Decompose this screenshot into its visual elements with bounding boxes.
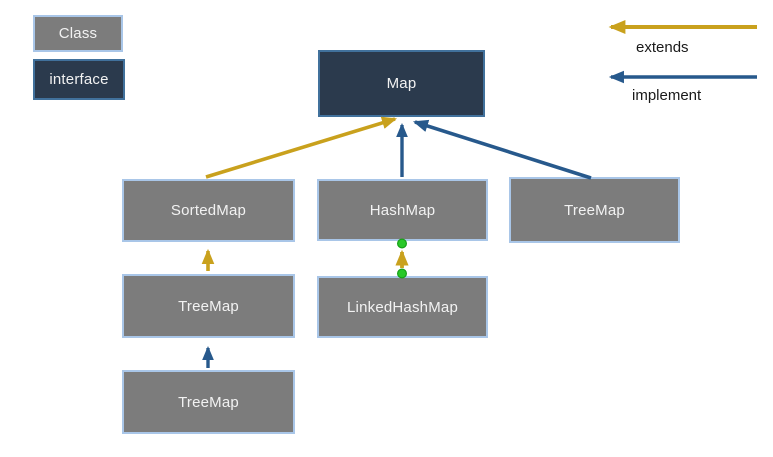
- node-sortedmap-label: SortedMap: [170, 202, 247, 219]
- legend-extends-label: extends: [636, 39, 689, 56]
- node-map: Map: [318, 50, 485, 117]
- node-linkedhashmap: LinkedHashMap: [317, 276, 488, 338]
- edge-treemap-implements-map: [412, 119, 592, 180]
- node-treemap-bottom: TreeMap: [122, 370, 295, 434]
- node-sortedmap: SortedMap: [122, 179, 295, 242]
- legend-implement-label: implement: [632, 87, 702, 104]
- legend-interface-label: interface: [49, 71, 109, 88]
- node-treemap-right: TreeMap: [509, 177, 680, 243]
- legend-class-label: Class: [58, 25, 98, 42]
- node-treemap-right-label: TreeMap: [564, 201, 625, 219]
- node-hashmap: HashMap: [317, 179, 488, 241]
- node-map-label: Map: [386, 75, 417, 92]
- node-treemap-mid-label: TreeMap: [178, 297, 239, 315]
- legend-class-swatch: Class: [33, 15, 123, 52]
- node-hashmap-label: HashMap: [369, 201, 436, 219]
- edge-sortedmap-extends-map: [205, 116, 398, 179]
- node-linkedhashmap-label: LinkedHashMap: [347, 298, 458, 316]
- node-treemap-mid: TreeMap: [122, 274, 295, 338]
- node-treemap-bottom-label: TreeMap: [178, 393, 239, 411]
- legend-interface-swatch: interface: [33, 59, 125, 100]
